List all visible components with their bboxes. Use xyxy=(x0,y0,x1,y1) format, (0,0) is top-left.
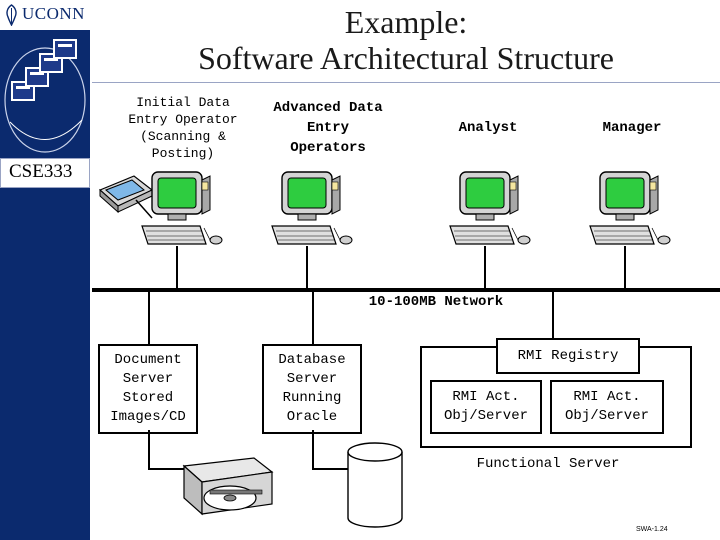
connector-line xyxy=(148,468,186,470)
connector-line xyxy=(306,246,308,290)
document-server-box: Document Server Stored Images/CD xyxy=(98,344,198,434)
network-backbone xyxy=(92,288,720,292)
oak-leaf-seal-icon xyxy=(6,4,17,26)
computer-science-emblem-icon xyxy=(4,39,86,153)
connector-line xyxy=(552,292,554,338)
connector-line xyxy=(312,468,348,470)
logo-text: UCONN xyxy=(22,4,85,23)
workstation-label-analyst: Analyst xyxy=(458,120,518,136)
title-line-2: Software Architectural Structure xyxy=(198,40,614,76)
database-server-box: Database Server Running Oracle xyxy=(262,344,362,434)
workstation-computer-icon xyxy=(589,171,671,245)
workstation-computer-icon xyxy=(141,171,223,245)
connector-line xyxy=(624,246,626,290)
connector-line xyxy=(148,430,150,470)
connector-line xyxy=(312,292,314,346)
slide-title: Example: Software Architectural Structur… xyxy=(92,4,720,76)
connector-line xyxy=(484,246,486,290)
workstation-computer-icon xyxy=(271,171,353,245)
functional-server-label: Functional Server xyxy=(476,456,620,472)
course-badge: CSE333 xyxy=(0,158,90,188)
workstation-label-data-entry: Initial Data Entry Operator (Scanning & … xyxy=(128,95,238,161)
title-divider xyxy=(92,82,720,83)
workstation-label-advanced-entry: Advanced Data Entry Operators xyxy=(273,100,383,156)
network-label: 10-100MB Network xyxy=(368,294,504,310)
rmi-registry-box: RMI Registry xyxy=(496,338,640,374)
course-label: CSE333 xyxy=(9,161,73,182)
workstation-label-manager: Manager xyxy=(602,120,662,136)
cd-drive-icon xyxy=(182,457,274,516)
logo-area: UCONN xyxy=(0,0,90,30)
rmi-activation-server-box: RMI Act. Obj/Server xyxy=(430,380,542,434)
workstation-computer-icon xyxy=(449,171,531,245)
slide-number: SWA-1.24 xyxy=(636,526,668,533)
rmi-activation-server-box: RMI Act. Obj/Server xyxy=(550,380,664,434)
title-line-1: Example: xyxy=(344,4,468,40)
connector-line xyxy=(176,246,178,290)
connector-line xyxy=(312,430,314,470)
connector-line xyxy=(148,292,150,346)
database-cylinder-icon xyxy=(347,442,403,528)
